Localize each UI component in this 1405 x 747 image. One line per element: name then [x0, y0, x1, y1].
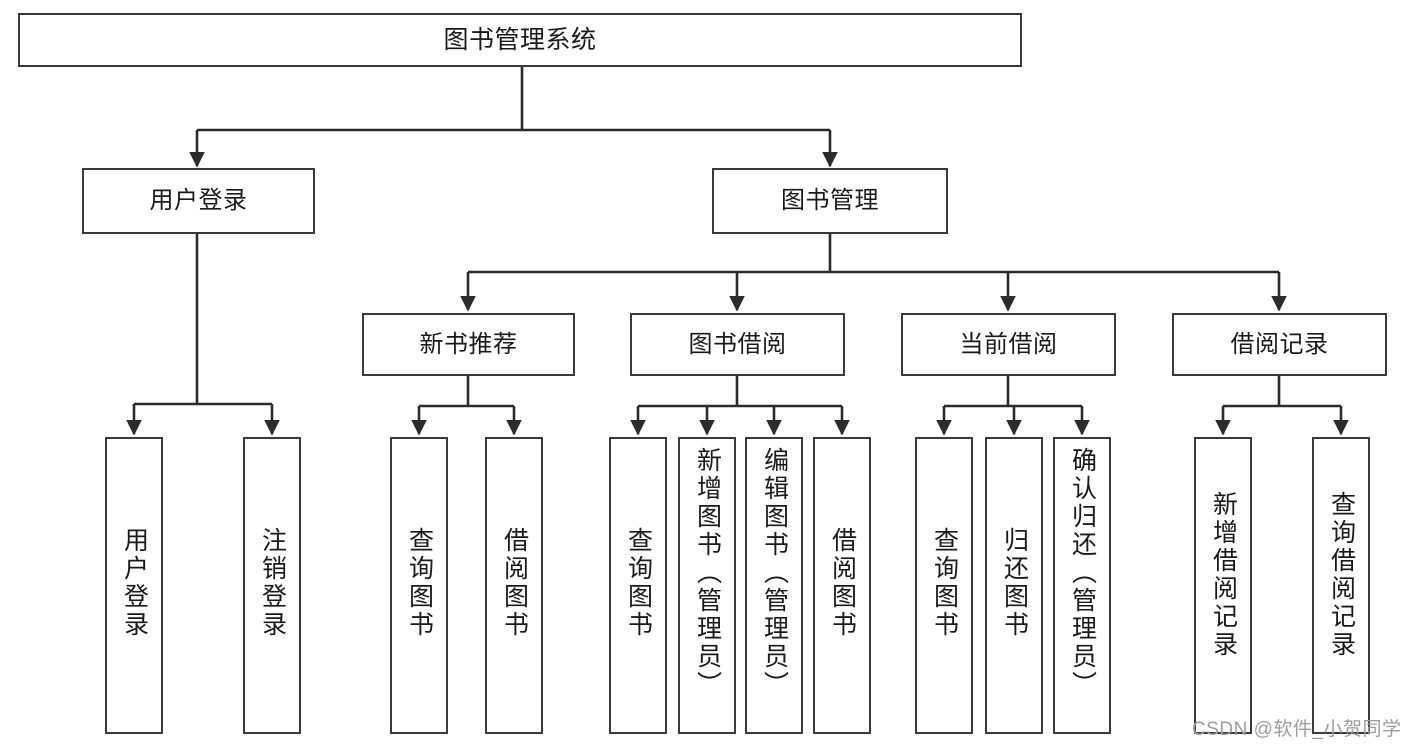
node-book-management[interactable]: 图书管理 [712, 168, 948, 234]
node-label: 注销登录 [258, 527, 287, 639]
node-leaf-query-borrow-record[interactable]: 查询借阅记录 [1312, 437, 1370, 734]
node-label: 用户登录 [149, 187, 248, 215]
node-label: 当前借阅 [959, 330, 1058, 358]
node-leaf-add-borrow-record[interactable]: 新增借阅记录 [1194, 437, 1252, 734]
node-leaf-return-book[interactable]: 归还图书 [985, 437, 1043, 734]
node-leaf-query-book-recommend[interactable]: 查询图书 [390, 437, 448, 734]
node-borrow-record[interactable]: 借阅记录 [1172, 313, 1387, 376]
node-leaf-edit-book-admin[interactable]: 编辑图书（管理员） [745, 437, 803, 734]
node-label: 新增图书（管理员） [693, 447, 722, 699]
node-label: 用户登录 [120, 527, 149, 639]
node-root-book-management-system[interactable]: 图书管理系统 [18, 13, 1022, 67]
node-label: 编辑图书（管理员） [760, 447, 789, 699]
node-leaf-logout-login[interactable]: 注销登录 [243, 437, 301, 734]
csdn-watermark: CSDN @软件_小贺同学 [1192, 719, 1402, 740]
node-current-borrow[interactable]: 当前借阅 [901, 313, 1116, 376]
node-leaf-add-book-admin[interactable]: 新增图书（管理员） [678, 437, 736, 734]
node-label: 归还图书 [1000, 527, 1029, 639]
node-label: 确认归还（管理员） [1068, 447, 1097, 699]
node-label: 查询图书 [405, 527, 434, 639]
node-label: 借阅图书 [828, 527, 857, 639]
node-label: 借阅记录 [1230, 330, 1329, 358]
node-label: 查询借阅记录 [1327, 491, 1356, 659]
node-label: 图书管理 [781, 187, 879, 215]
node-leaf-confirm-return-admin[interactable]: 确认归还（管理员） [1053, 437, 1111, 734]
node-leaf-borrow-book-borrow[interactable]: 借阅图书 [813, 437, 871, 734]
node-label: 新书推荐 [419, 330, 518, 358]
node-label: 新增借阅记录 [1209, 491, 1238, 659]
node-leaf-borrow-book-recommend[interactable]: 借阅图书 [485, 437, 543, 734]
node-user-login[interactable]: 用户登录 [82, 168, 315, 234]
node-label: 查询图书 [930, 527, 959, 639]
node-label: 图书借阅 [688, 330, 787, 358]
node-leaf-query-book-borrow[interactable]: 查询图书 [609, 437, 667, 734]
node-leaf-query-book-current[interactable]: 查询图书 [915, 437, 973, 734]
node-label: 借阅图书 [500, 527, 529, 639]
node-leaf-user-login[interactable]: 用户登录 [105, 437, 163, 734]
node-new-book-recommend[interactable]: 新书推荐 [362, 313, 575, 376]
node-book-borrow[interactable]: 图书借阅 [630, 313, 845, 376]
node-label: 图书管理系统 [443, 25, 597, 54]
node-label: 查询图书 [624, 527, 653, 639]
